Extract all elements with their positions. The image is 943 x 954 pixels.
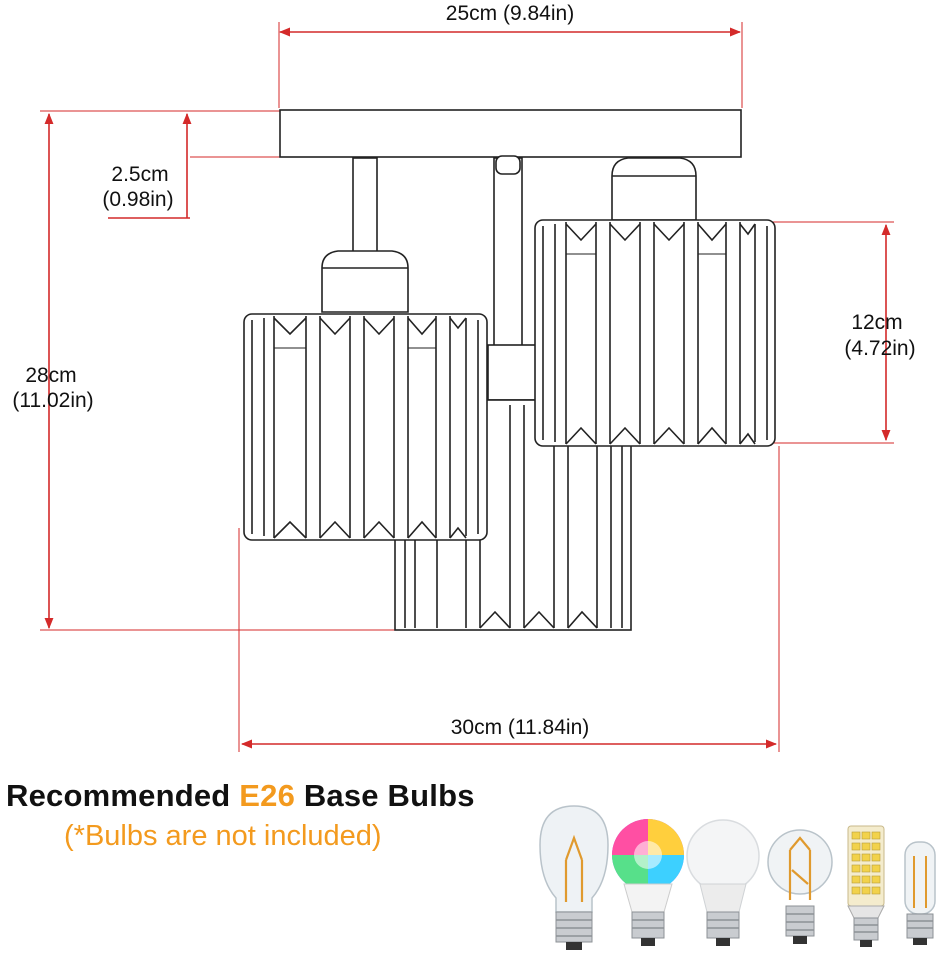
left-arm (352, 157, 378, 254)
right-crystal-shade (534, 219, 776, 447)
left-crystal-shade (243, 313, 488, 541)
center-arm (493, 157, 523, 349)
total-width-label: 30cm (11.84in) (450, 716, 590, 739)
total-height-label-cm: 28cm (25, 364, 77, 387)
ceiling-canopy (279, 109, 742, 158)
heading-base-type: E26 (239, 778, 296, 813)
heading-suffix: Base Bulbs (295, 778, 475, 813)
heading-prefix: Recommended (6, 778, 240, 813)
rgb-smart-bulb-icon (612, 819, 684, 946)
dimension-lines (40, 22, 894, 752)
canopy-height-label-in: (0.98in) (102, 188, 174, 211)
bulbs-not-included-note: (*Bulbs are not included) (64, 820, 382, 852)
recommended-bulbs-heading: Recommended E26 Base Bulbs (6, 778, 475, 814)
shade-height-label-cm: 12cm (851, 311, 903, 334)
top-width-label: 25cm (9.84in) (445, 2, 575, 25)
light-fixture (243, 109, 776, 631)
edison-st64-bulb-icon (539, 805, 609, 950)
white-a19-led-bulb-icon (686, 819, 760, 946)
total-height-label-in: (11.02in) (12, 389, 94, 412)
tubular-filament-bulb-icon (904, 841, 936, 945)
corn-led-bulb-icon (847, 825, 885, 947)
canopy-height-label-cm: 2.5cm (111, 163, 169, 186)
shade-height-label-in: (4.72in) (844, 337, 916, 360)
bulb-lineup (539, 805, 936, 950)
filament-a19-bulb-icon (767, 829, 833, 944)
